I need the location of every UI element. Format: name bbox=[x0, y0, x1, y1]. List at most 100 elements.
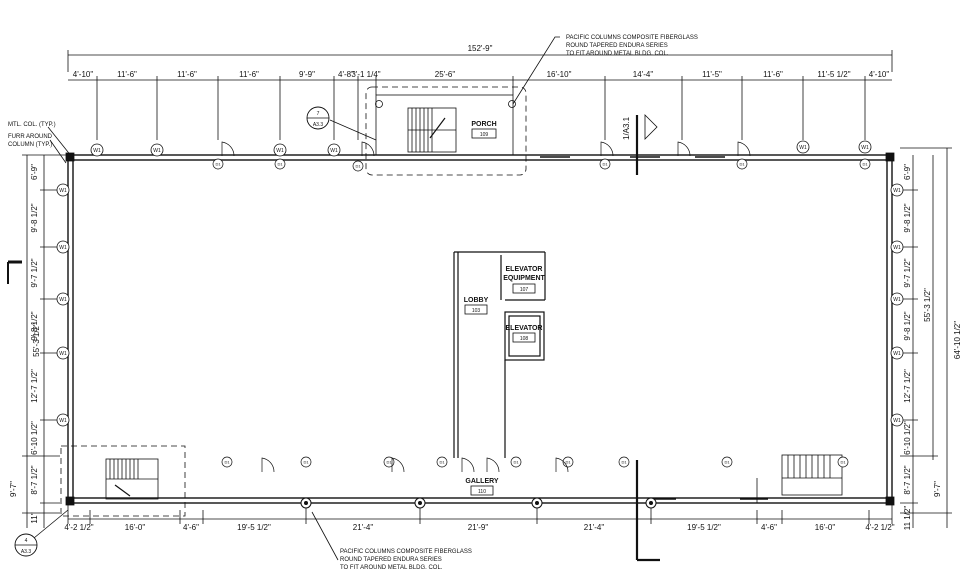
top-callout-line1: PACIFIC COLUMNS COMPOSITE FIBERGLASS bbox=[566, 35, 698, 41]
window-tag-label: W1 bbox=[153, 148, 161, 154]
right-dim-text: 6'-10 1/2" bbox=[903, 421, 912, 455]
furr-note-line1: FURR AROUND bbox=[8, 134, 53, 140]
core-walls bbox=[453, 251, 546, 458]
top-dim-text: 4'-10" bbox=[73, 70, 94, 79]
section-arrow-label: 1/A3.1 bbox=[622, 116, 631, 140]
bottom-dim-text: 21'-4" bbox=[353, 523, 374, 532]
room-lobby: LOBBY 103 bbox=[464, 297, 489, 315]
door-swing bbox=[261, 457, 275, 473]
door-swing bbox=[555, 457, 569, 473]
bottom-dim-text: 16'-0" bbox=[125, 523, 146, 532]
door-tag: D1 bbox=[837, 456, 849, 468]
left-overall-dim: 55'-3 1/2" bbox=[32, 323, 41, 357]
window-tag-circle bbox=[890, 413, 904, 427]
top-dim-text: 11'-6" bbox=[239, 70, 259, 79]
door-tag: D1 bbox=[436, 456, 448, 468]
round-columns bbox=[300, 497, 657, 509]
section-4-leader bbox=[33, 509, 69, 539]
window-tag: W1 bbox=[890, 183, 904, 197]
bottom-dim-text: 16'-0" bbox=[815, 523, 836, 532]
room-elevator-name: ELEVATOR bbox=[506, 325, 543, 332]
bottom-dim-text: 4'-6" bbox=[183, 523, 199, 532]
door-tag-label: D1 bbox=[386, 460, 392, 465]
room-gallery: GALLERY 110 bbox=[465, 478, 499, 496]
bottom-callout-leader bbox=[311, 511, 339, 561]
window-tag-label: W1 bbox=[330, 148, 338, 154]
door-tag-label: D1 bbox=[215, 162, 221, 167]
porch-column-left bbox=[375, 100, 383, 108]
door-tag-circle bbox=[618, 456, 630, 468]
bottom-dim-text: 4'-2 1/2" bbox=[64, 523, 93, 532]
window-tag-label: W1 bbox=[93, 148, 101, 154]
top-dim-text: 4'-8" bbox=[338, 70, 354, 79]
window-tag-circle bbox=[56, 292, 70, 306]
left-dim-text: 11" bbox=[30, 512, 39, 523]
top-dim-text: 4'-10" bbox=[869, 70, 890, 79]
section-4-number: 4 bbox=[25, 538, 28, 544]
top-dim-ticks bbox=[96, 76, 866, 140]
stair-right bbox=[781, 454, 843, 496]
door-tag-circle bbox=[510, 456, 522, 468]
stair-outline-left bbox=[60, 445, 186, 517]
window-tag-label: W1 bbox=[59, 297, 67, 303]
room-elev-equip-line2: EQUIPMENT bbox=[503, 275, 545, 282]
bottom-dim-text: 19'-5 1/2" bbox=[687, 523, 721, 532]
door-swing bbox=[486, 457, 500, 473]
right-overall-outer-dim: 64'-10 1/2" bbox=[953, 321, 962, 359]
section-4-sheet: A3.3 bbox=[21, 549, 32, 555]
exterior-walls bbox=[67, 154, 893, 504]
corner-columns bbox=[65, 152, 895, 506]
door-swing bbox=[677, 141, 691, 157]
door-tag-label: D1 bbox=[439, 460, 445, 465]
door-tag-circle bbox=[736, 158, 748, 170]
left-dim-text: 12'-7 1/2" bbox=[30, 369, 39, 403]
room-porch-number: 109 bbox=[480, 132, 489, 138]
door-tag-circle bbox=[300, 456, 312, 468]
window-tag-label: W1 bbox=[893, 245, 901, 251]
door-tag: D1 bbox=[510, 456, 522, 468]
room-elevator: ELEVATOR 108 bbox=[506, 325, 543, 343]
left-dim-text: 6'-9" bbox=[30, 164, 39, 180]
top-dim-text: 9'-9" bbox=[299, 70, 315, 79]
door-tag-circle bbox=[212, 158, 224, 170]
bottom-dim-text: 19'-5 1/2" bbox=[237, 523, 271, 532]
window-tag: W1 bbox=[890, 413, 904, 427]
porch-outline bbox=[365, 86, 527, 176]
door-tag-label: D1 bbox=[840, 460, 846, 465]
mtl-col-note: MTL. COL. (TYP.) bbox=[8, 122, 56, 128]
door-tag-label: D1 bbox=[621, 460, 627, 465]
door-tag-label: D1 bbox=[355, 164, 361, 169]
window-tag: W1 bbox=[327, 143, 341, 157]
top-dim-text: 3'-1 1/4" bbox=[351, 70, 380, 79]
right-dim-ticks bbox=[900, 147, 952, 514]
top-callout-line2: ROUND TAPERED ENDURA SERIES bbox=[566, 43, 668, 49]
door-swing bbox=[737, 141, 751, 157]
right-dim-text: 9'-7 1/2" bbox=[903, 258, 912, 287]
section-7-leader bbox=[329, 119, 377, 141]
section-arrow bbox=[644, 114, 658, 140]
bottom-dim-text: 4'-2 1/2" bbox=[865, 523, 894, 532]
door-tag: D1 bbox=[599, 158, 611, 170]
left-dim-text: 9'-7 1/2" bbox=[30, 258, 39, 287]
door-tag-circle bbox=[562, 456, 574, 468]
door-tag: D1 bbox=[352, 160, 364, 172]
door-tag: D1 bbox=[618, 456, 630, 468]
room-porch: PORCH 109 bbox=[471, 121, 497, 139]
top-dim-text: 11'-5" bbox=[702, 70, 722, 79]
plan-text: 4'-10"11'-6"11'-6"11'-6"9'-9"4'-8"3'-1 1… bbox=[9, 70, 942, 532]
top-dim-text: 25'-6" bbox=[435, 70, 456, 79]
window-tag-label: W1 bbox=[59, 245, 67, 251]
top-callout-line3: TO FIT AROUND METAL BLDG. COL. bbox=[566, 51, 669, 57]
top-dim-text: 11'-6" bbox=[177, 70, 197, 79]
right-dim-text: 8'-7 1/2" bbox=[903, 465, 912, 494]
top-callout-note: PACIFIC COLUMNS COMPOSITE FIBERGLASS ROU… bbox=[566, 35, 698, 57]
door-tag: D1 bbox=[383, 456, 395, 468]
window-tag-circle bbox=[56, 183, 70, 197]
top-callout-leader bbox=[512, 36, 560, 105]
section-mark-4: 4 A3.3 bbox=[14, 533, 38, 557]
window-tag: W1 bbox=[273, 143, 287, 157]
round-column-core bbox=[418, 501, 422, 505]
window-tag-label: W1 bbox=[893, 297, 901, 303]
window-tag-label: W1 bbox=[59, 188, 67, 194]
